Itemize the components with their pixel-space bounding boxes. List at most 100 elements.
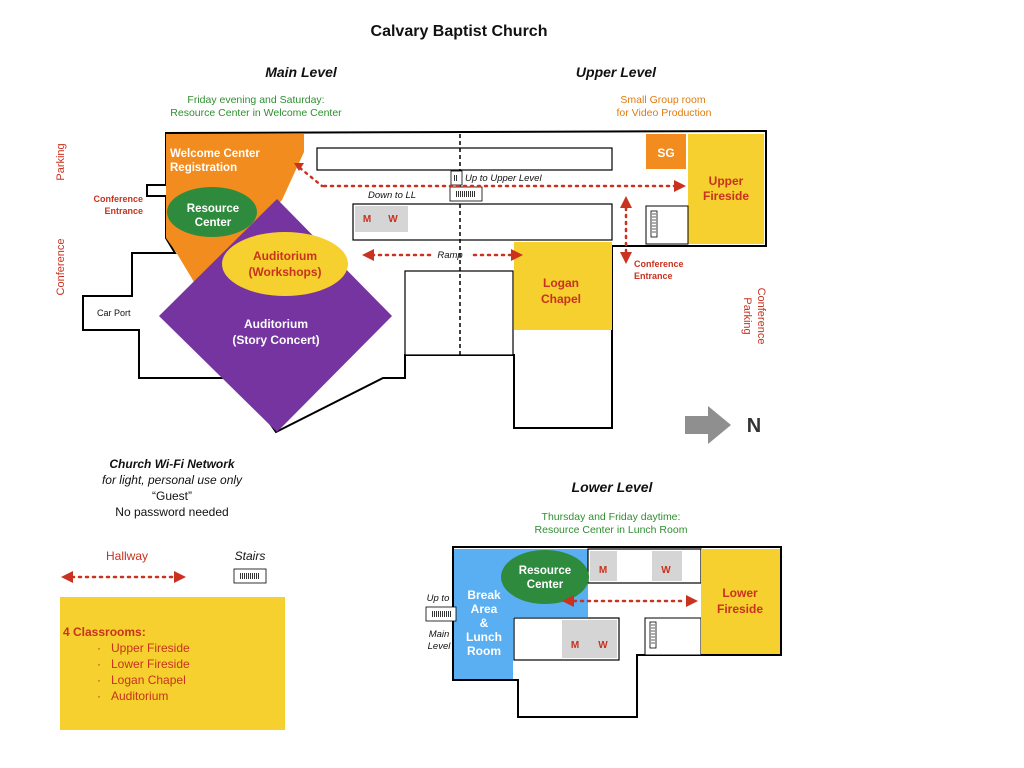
classroom-item: Lower Fireside <box>111 657 190 671</box>
north-label: N <box>747 415 761 437</box>
classrooms-title: 4 Classrooms: <box>63 625 146 639</box>
north-arrow-icon <box>685 406 731 444</box>
conference-entrance-right-line1: Conference <box>634 259 684 269</box>
conference-entrance-left-line2: Entrance <box>104 206 143 216</box>
small-group-label: SG <box>657 146 674 160</box>
womens-restroom-main: W <box>388 214 398 225</box>
mens-restroom-main: M <box>363 214 371 225</box>
main-level-label-line1: Main <box>429 629 450 640</box>
wifi-line2: “Guest” <box>152 489 192 503</box>
upper-level-heading: Upper Level <box>576 64 657 80</box>
upper-corridor-room <box>316 147 613 171</box>
auditorium-workshops-label-line1: Auditorium <box>253 249 317 263</box>
conference-parking-right-line1: Conference <box>755 288 767 345</box>
resource-center-lower-area <box>501 550 589 604</box>
upper-fireside-label-line2: Fireside <box>703 189 749 203</box>
wifi-line3: No password needed <box>115 505 228 519</box>
wifi-title: Church Wi-Fi Network <box>109 457 236 471</box>
logan-chapel-area <box>514 242 612 330</box>
stairs-upper-icon <box>650 210 658 238</box>
classroom-item: Upper Fireside <box>111 641 190 655</box>
svg-text:·: · <box>97 657 101 671</box>
classrooms-legend-box <box>60 597 285 730</box>
legend-hallway-arrow <box>61 571 186 583</box>
parking-left-label: Parking <box>55 143 67 180</box>
lower-fireside-area <box>701 549 780 654</box>
restroom-shading-main <box>355 206 408 232</box>
upper-fireside-label-line1: Upper <box>709 174 744 188</box>
mens-restroom-lower-bottom: M <box>571 640 579 651</box>
break-area-label-line: Break <box>467 588 501 602</box>
break-area-label-line: Lunch <box>466 630 502 644</box>
car-port-label: Car Port <box>97 308 131 318</box>
lower-level-note-line1: Thursday and Friday daytime: <box>542 511 681 523</box>
center-room-main <box>404 270 514 356</box>
classroom-item: Logan Chapel <box>111 673 186 687</box>
restroom-shading-lower-top-w <box>652 551 682 581</box>
svg-text:·: · <box>97 673 101 687</box>
auditorium-story-label-line2: (Story Concert) <box>232 333 319 347</box>
legend-stairs-steps <box>240 573 260 579</box>
break-area-label-line: & <box>480 616 489 630</box>
svg-text:·: · <box>97 641 101 655</box>
main-level-note-line2: Resource Center in Welcome Center <box>170 107 342 119</box>
classroom-item: Auditorium <box>111 689 168 703</box>
auditorium-workshops-area <box>222 232 348 296</box>
resource-center-lower-label-line2: Center <box>527 579 564 591</box>
lower-fireside-label-line2: Fireside <box>717 602 763 616</box>
welcome-center-label-line2: Registration <box>170 162 237 174</box>
conference-parking-right-line2: Parking <box>741 297 753 334</box>
resource-center-main-label-line1: Resource <box>187 203 239 215</box>
logan-chapel-label-line2: Chapel <box>541 292 581 306</box>
hallway-path-ramp <box>362 249 523 261</box>
upper-level-note-line2: for Video Production <box>617 107 712 119</box>
small-group-room <box>646 134 686 169</box>
classrooms-list: · Upper Fireside · Lower Fireside · Loga… <box>97 641 190 703</box>
upper-fireside-area <box>688 134 764 244</box>
womens-restroom-lower-bottom: W <box>598 640 608 651</box>
up-to-label: Up to <box>427 593 450 604</box>
restroom-shading-lower-bottom <box>562 620 617 658</box>
resource-center-main-area <box>167 187 257 237</box>
break-area-label: Break Area & Lunch Room <box>466 588 502 658</box>
conference-entrance-left-line1: Conference <box>93 194 143 204</box>
page-title: Calvary Baptist Church <box>371 23 548 40</box>
welcome-center-label-line1: Welcome Center <box>170 148 260 160</box>
up-to-upper-label: Up to Upper Level <box>465 173 542 184</box>
conference-left-label: Conference <box>55 239 67 296</box>
main-level-note-line1: Friday evening and Saturday: <box>187 94 324 106</box>
conference-entrance-right-line2: Entrance <box>634 271 673 281</box>
stairs-center-steps <box>456 191 476 197</box>
break-area-label-line: Area <box>471 602 498 616</box>
break-area-label-line: Room <box>467 644 501 658</box>
mens-restroom-lower-top: M <box>599 565 607 576</box>
stairs-upper-steps <box>652 213 656 233</box>
resource-center-lower-label-line1: Resource <box>519 565 571 577</box>
resource-center-main-label-line2: Center <box>195 217 232 229</box>
wifi-line1: for light, personal use only <box>102 473 243 487</box>
auditorium-story-label-line1: Auditorium <box>244 317 308 331</box>
lower-fireside-label-line1: Lower <box>722 586 758 600</box>
womens-restroom-lower-top: W <box>661 565 671 576</box>
hallway-path-main-upper <box>294 163 686 192</box>
restroom-shading-lower-top-m <box>590 551 617 581</box>
stairs-lower-steps <box>651 624 655 644</box>
stairs-to-main-steps <box>431 611 451 617</box>
upper-level-note-line1: Small Group room <box>620 94 705 106</box>
legend-hallway-label: Hallway <box>106 549 148 563</box>
main-level-heading: Main Level <box>265 64 338 80</box>
lower-level-heading: Lower Level <box>572 479 654 495</box>
logan-chapel-label-line1: Logan <box>543 276 579 290</box>
lower-level-note-line2: Resource Center in Lunch Room <box>535 524 688 536</box>
stairs-center-steps-small <box>454 175 458 181</box>
legend-stairs-label: Stairs <box>235 549 266 563</box>
hallway-path-vertical <box>620 196 632 264</box>
hallway-path-lower <box>562 595 698 607</box>
stairs-lower-icon <box>649 621 657 649</box>
auditorium-workshops-label-line2: (Workshops) <box>248 265 321 279</box>
ramp-label: Ramp <box>437 250 462 261</box>
main-level-label-line2: Level <box>428 641 452 652</box>
svg-text:·: · <box>97 689 101 703</box>
down-to-ll-label: Down to LL <box>368 190 416 201</box>
